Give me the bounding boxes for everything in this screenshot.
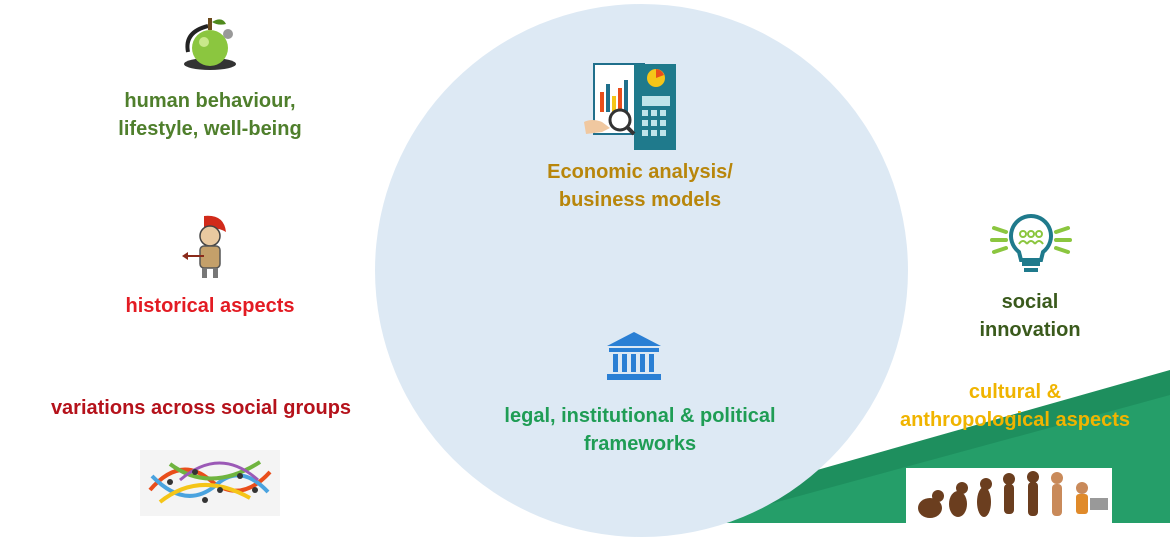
- government-building-icon: [607, 332, 661, 380]
- legal-label: legal, institutional & political framewo…: [440, 402, 840, 458]
- behaviour-line1: human behaviour,: [124, 90, 296, 112]
- economic-label: Economic analysis/ business models: [490, 158, 790, 214]
- social-innovation-label: social innovation: [930, 288, 1130, 344]
- economic-line1: Economic analysis/: [547, 161, 733, 183]
- social-innovation-line2: innovation: [979, 319, 1081, 341]
- lightbulb-people-icon: [990, 213, 1072, 272]
- behaviour-line2: lifestyle, well-being: [118, 118, 302, 140]
- cultural-label: cultural & anthropological aspects: [860, 378, 1170, 434]
- roman-soldier-icon: [182, 215, 226, 278]
- cultural-line1: cultural &: [968, 381, 1062, 403]
- cultural-line2: anthropological aspects: [899, 409, 1131, 431]
- analytics-dashboard-icon: [584, 63, 676, 150]
- social-network-icon: [140, 450, 280, 516]
- variations-label: variations across social groups: [50, 397, 352, 419]
- legal-line1: legal, institutional & political: [504, 405, 776, 427]
- social-innovation-line1: social: [1001, 291, 1059, 313]
- behaviour-label: human behaviour, lifestyle, well-being: [70, 87, 350, 143]
- economic-line2: business models: [558, 189, 722, 211]
- human-evolution-icon: [906, 468, 1112, 523]
- diagram-canvas: human behaviour, lifestyle, well-being h…: [50, 4, 1170, 537]
- apple-stethoscope-icon: [184, 18, 236, 70]
- legal-line2: frameworks: [583, 433, 697, 455]
- historical-label: historical aspects: [125, 295, 295, 317]
